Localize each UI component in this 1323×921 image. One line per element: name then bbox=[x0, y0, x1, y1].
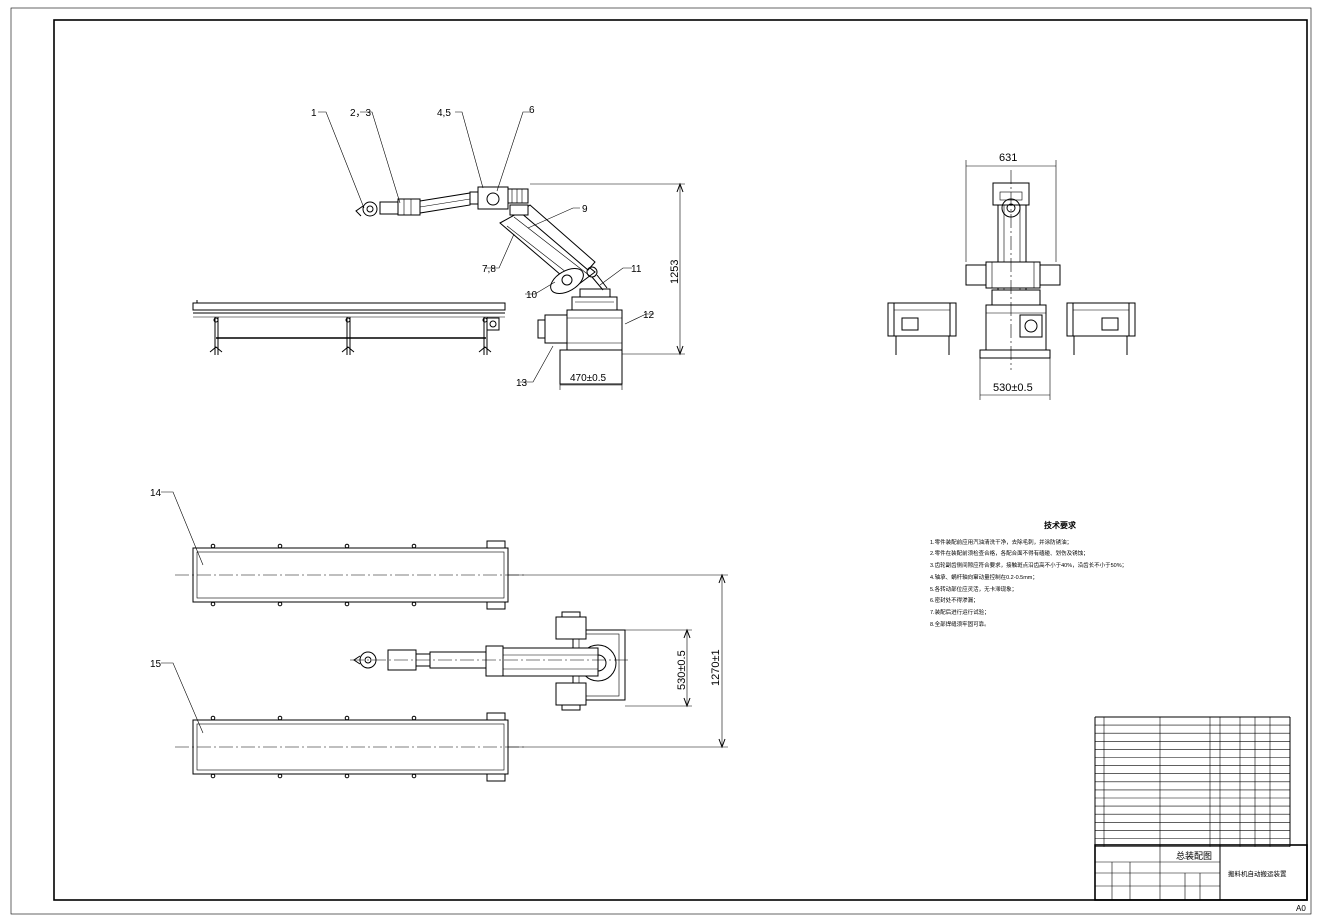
part-label-12: 12 bbox=[643, 310, 655, 321]
conveyor-side-view bbox=[192, 300, 506, 355]
dim-631: 631 bbox=[999, 152, 1017, 164]
side-view: 631 530±0.5 bbox=[887, 152, 1136, 400]
dim-470: 470±0.5 bbox=[570, 373, 607, 384]
robot-base bbox=[537, 288, 623, 385]
plan-view: 14 15 530±0.5 1270±1 bbox=[150, 488, 728, 782]
note-item: 3.齿轮副齿侧间隙应符合要求，接触斑点沿齿高不小于40%，沿齿长不小于50%； bbox=[930, 563, 1128, 570]
note-item: 5.各转动部位应灵活，无卡滞现象； bbox=[930, 586, 1018, 593]
side-conveyor-right bbox=[1066, 302, 1136, 355]
dim-1270: 1270±1 bbox=[710, 649, 722, 686]
dim-530-side: 530±0.5 bbox=[993, 382, 1033, 394]
note-item: 1.零件装配前应用汽油清洗干净，去除毛刺，并涂防锈油； bbox=[930, 539, 1073, 546]
inner-frame bbox=[53, 19, 1308, 901]
dim-530-plan: 530±0.5 bbox=[676, 650, 688, 690]
robot-lower-arm bbox=[499, 204, 608, 294]
front-view-dimensions: 1253 470±0.5 bbox=[530, 182, 685, 390]
part-label-7-8: 7,8 bbox=[482, 264, 496, 275]
note-item: 7.装配后进行运行试验； bbox=[930, 609, 990, 616]
part-label-10: 10 bbox=[526, 290, 538, 301]
title-block: 总装配图 搬料机自动搬运装置 bbox=[1094, 844, 1308, 901]
sheet-size: A0 bbox=[1296, 904, 1306, 913]
bill-of-materials bbox=[1094, 716, 1291, 847]
dim-1253: 1253 bbox=[669, 260, 681, 284]
part-label-14: 14 bbox=[150, 488, 162, 499]
part-label-1: 1 bbox=[311, 108, 317, 119]
part-label-6: 6 bbox=[529, 105, 535, 116]
robot-upper-arm bbox=[355, 186, 529, 217]
part-label-11: 11 bbox=[631, 264, 642, 275]
front-view-leaders bbox=[318, 111, 654, 383]
front-view-part-labels: 1 2，3 4,5 6 9 7,8 10 11 12 13 bbox=[311, 105, 655, 389]
note-item: 8.全部焊缝须牢固可靠。 bbox=[930, 621, 990, 628]
technical-requirements-title: 技术要求 bbox=[1044, 521, 1076, 530]
conveyor-plan-top bbox=[175, 540, 525, 610]
part-label-9: 9 bbox=[582, 204, 588, 215]
technical-requirements: 技术要求 1.零件装配前应用汽油清洗干净，去除毛刺，并涂防锈油； 2.零件在装配… bbox=[930, 520, 1190, 631]
part-label-2-3: 2，3 bbox=[350, 108, 372, 119]
outer-frame bbox=[10, 7, 1312, 915]
front-view: 1 2，3 4,5 6 9 7,8 10 11 12 13 1253 470±0… bbox=[192, 105, 685, 390]
note-item: 4.轴承、蜗杆轴向窜动量控制在0.2-0.5mm； bbox=[930, 574, 1038, 581]
project-name: 搬料机自动搬运装置 bbox=[1228, 869, 1287, 878]
side-conveyor-left bbox=[887, 302, 957, 355]
part-label-15: 15 bbox=[150, 659, 162, 670]
conveyor-plan-bottom bbox=[175, 712, 525, 782]
drawing-name: 总装配图 bbox=[1176, 850, 1212, 861]
note-item: 6.密封处不得渗漏； bbox=[930, 598, 979, 605]
part-label-13: 13 bbox=[516, 378, 528, 389]
robot-plan bbox=[350, 611, 630, 711]
note-item: 2.零件在装配前须检查合格，各配合面不得有磕碰、划伤及锈蚀； bbox=[930, 551, 1089, 558]
part-label-4-5: 4,5 bbox=[437, 108, 451, 119]
